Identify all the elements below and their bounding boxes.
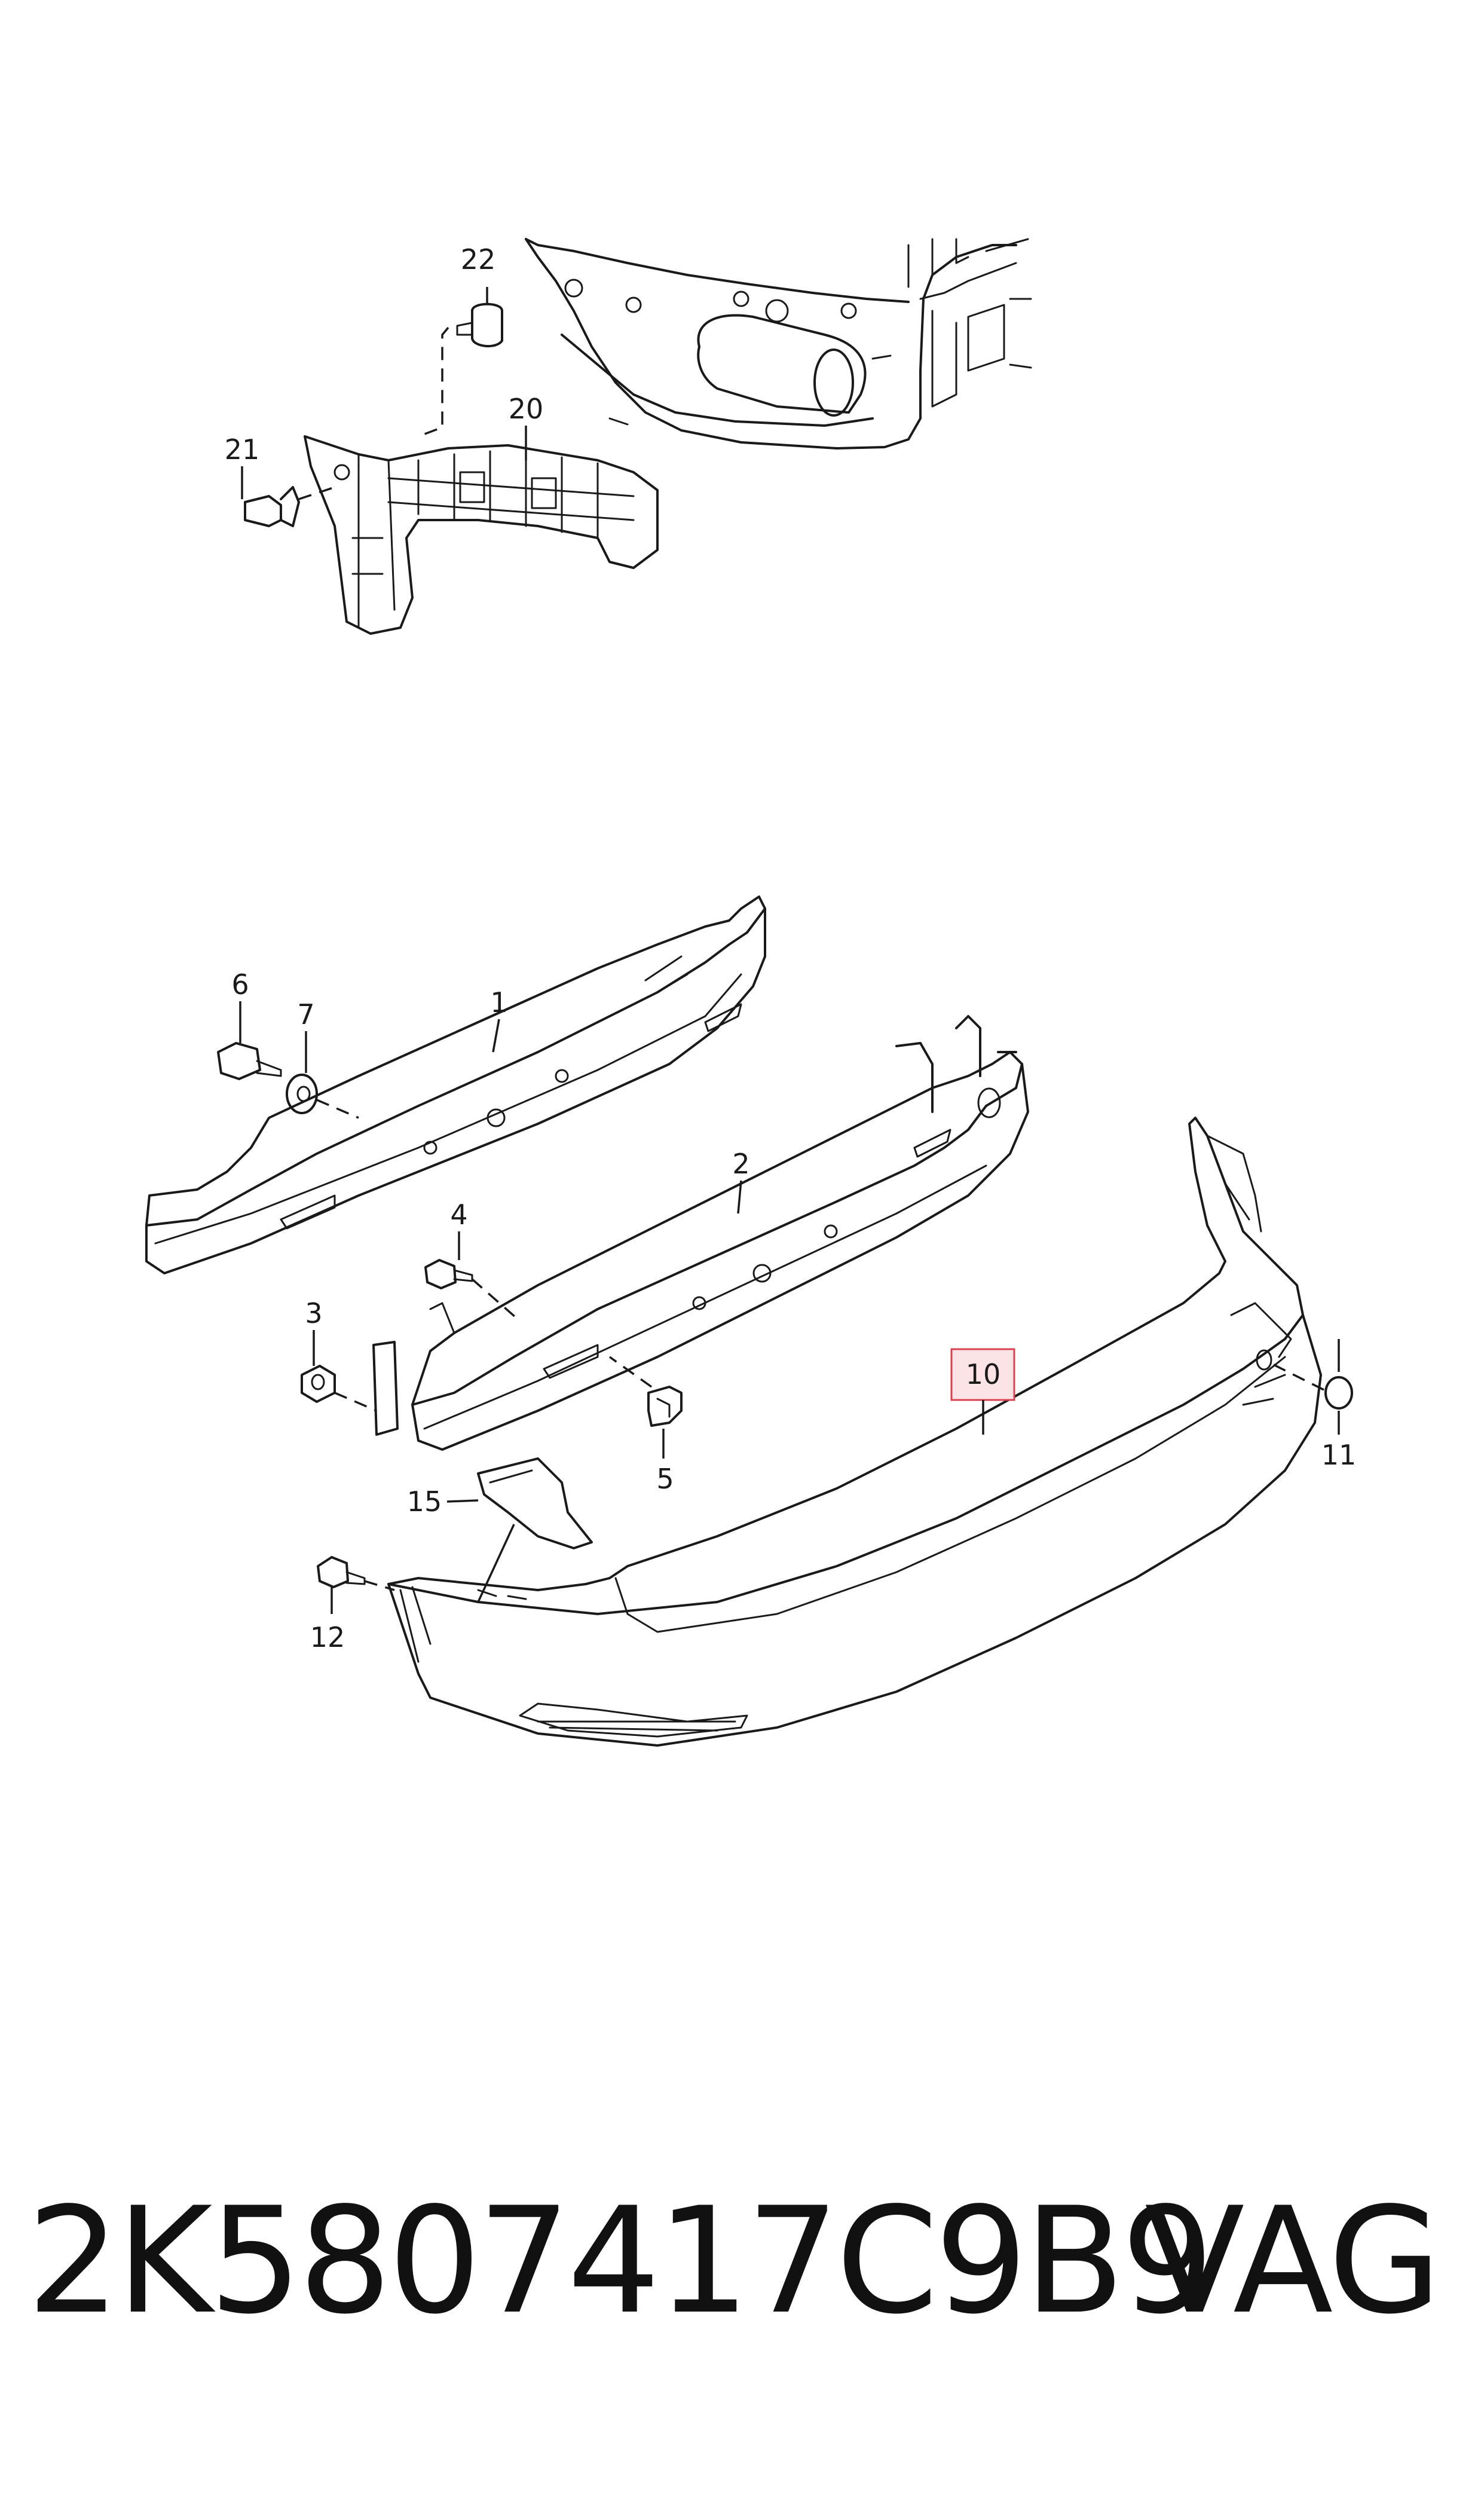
- part-15-cover: [446, 1457, 593, 1603]
- callout-11: 11: [1321, 1439, 1357, 1471]
- part-number: 2K5807417C9B9: [27, 2176, 1214, 2346]
- callout-2: 2: [732, 1148, 749, 1180]
- part-6-bolt: [217, 1001, 282, 1080]
- callout-22: 22: [461, 243, 496, 276]
- part-7-washer: [286, 1031, 359, 1119]
- callout-1: 1: [490, 986, 507, 1019]
- part-20-bracket: [304, 426, 659, 635]
- callout-4: 4: [450, 1199, 467, 1231]
- part-22-sleeve: [418, 287, 503, 438]
- callout-12: 12: [310, 1621, 345, 1653]
- part-10-bumper-cover: [387, 1117, 1322, 1747]
- part-3-nut: [301, 1330, 377, 1412]
- part-12-screw: [317, 1556, 395, 1614]
- callout-3: 3: [305, 1297, 322, 1329]
- callout-15: 15: [407, 1485, 442, 1518]
- callout-10: 10: [966, 1358, 1001, 1390]
- part-11-cap: [1269, 1339, 1353, 1435]
- callout-5: 5: [656, 1463, 674, 1495]
- callout-20: 20: [509, 393, 544, 425]
- callout-21: 21: [225, 433, 260, 466]
- part-2-lower-beam: [372, 1015, 1029, 1451]
- part-1-upper-beam: [145, 895, 766, 1274]
- vehicle-body-section: [525, 238, 1032, 450]
- brand-name: VAG: [1145, 2176, 1442, 2346]
- callout-7: 7: [297, 998, 314, 1031]
- callout-6: 6: [231, 968, 249, 1001]
- part-4-screw: [424, 1231, 521, 1322]
- part-5-clip: [608, 1356, 683, 1459]
- part-21-clip: [241, 466, 335, 527]
